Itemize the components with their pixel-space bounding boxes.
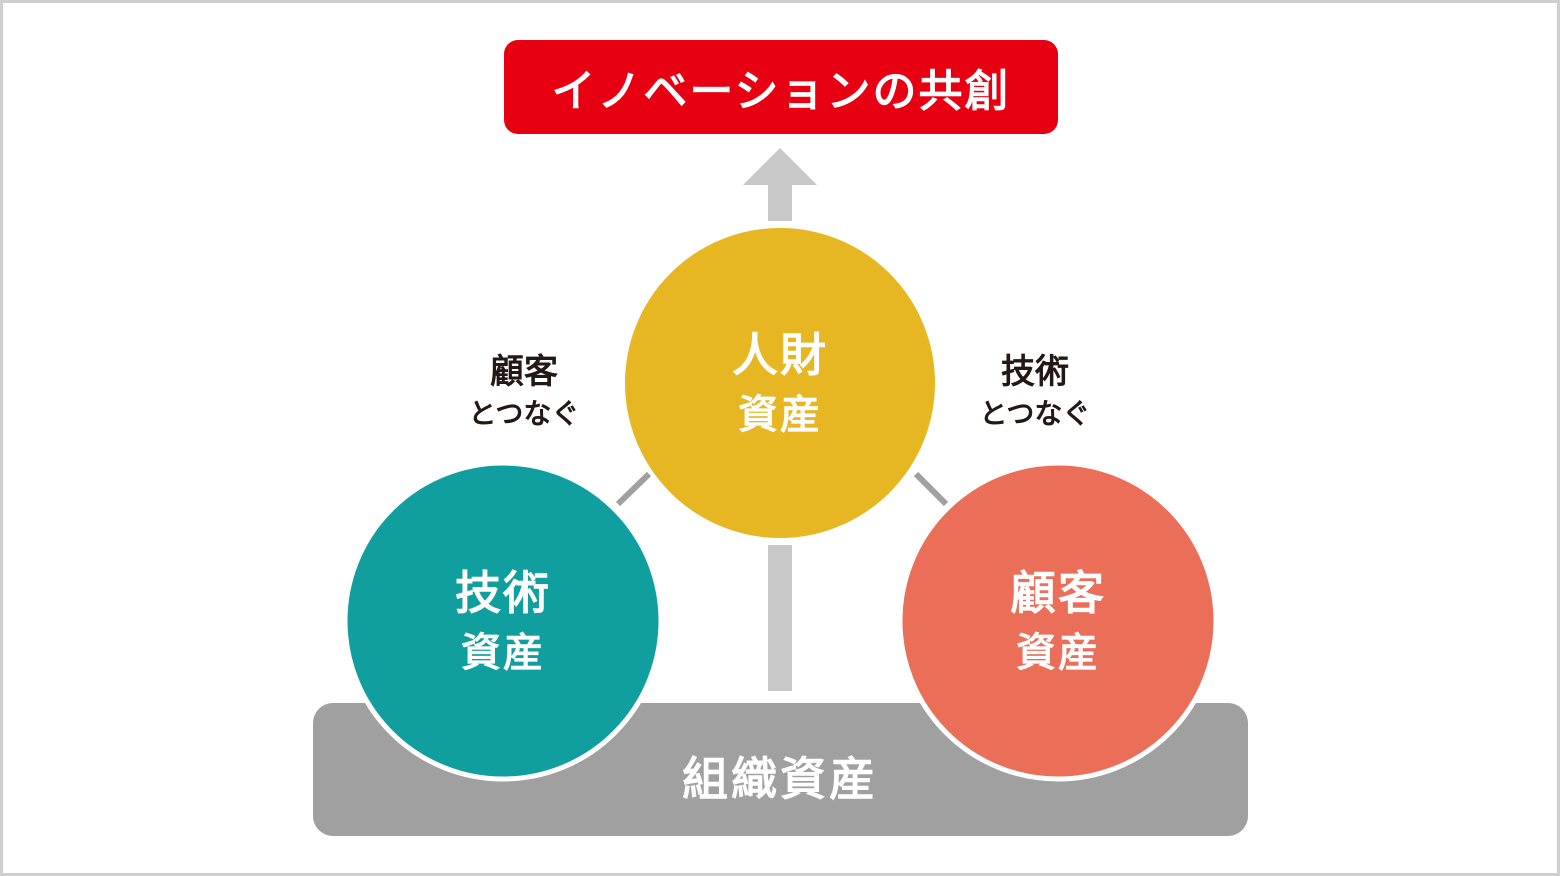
people-circle (621, 224, 939, 542)
technology-label-line2: 資産 (461, 630, 545, 676)
customer-label: 顧客 資産 (938, 563, 1178, 683)
vertical-connector (768, 545, 792, 691)
left-connector (615, 471, 652, 507)
left-link-label: 顧客 とつなぐ (424, 351, 624, 435)
left-link-line1: 顧客 (490, 352, 558, 392)
people-label-line1: 人財 (732, 328, 828, 382)
right-link-line2: とつなぐ (979, 397, 1091, 430)
people-label-line2: 資産 (738, 392, 822, 438)
technology-label: 技術 資産 (383, 563, 623, 683)
up-arrow-head (743, 148, 817, 185)
customer-label-line1: 顧客 (1010, 566, 1106, 620)
organization-label: 組織資産 (682, 752, 878, 806)
up-arrow-stem (768, 184, 792, 221)
right-link-line1: 技術 (1001, 352, 1069, 392)
right-connector (913, 471, 949, 507)
technology-label-line1: 技術 (455, 566, 551, 620)
customer-circle (897, 460, 1219, 782)
left-link-line2: とつなぐ (468, 397, 580, 430)
technology-circle (342, 460, 664, 782)
right-link-label: 技術 とつなぐ (935, 351, 1135, 435)
people-label: 人財 資産 (660, 325, 900, 445)
innovation-title: イノベーションの共創 (504, 40, 1058, 134)
customer-label-line2: 資産 (1016, 630, 1100, 676)
